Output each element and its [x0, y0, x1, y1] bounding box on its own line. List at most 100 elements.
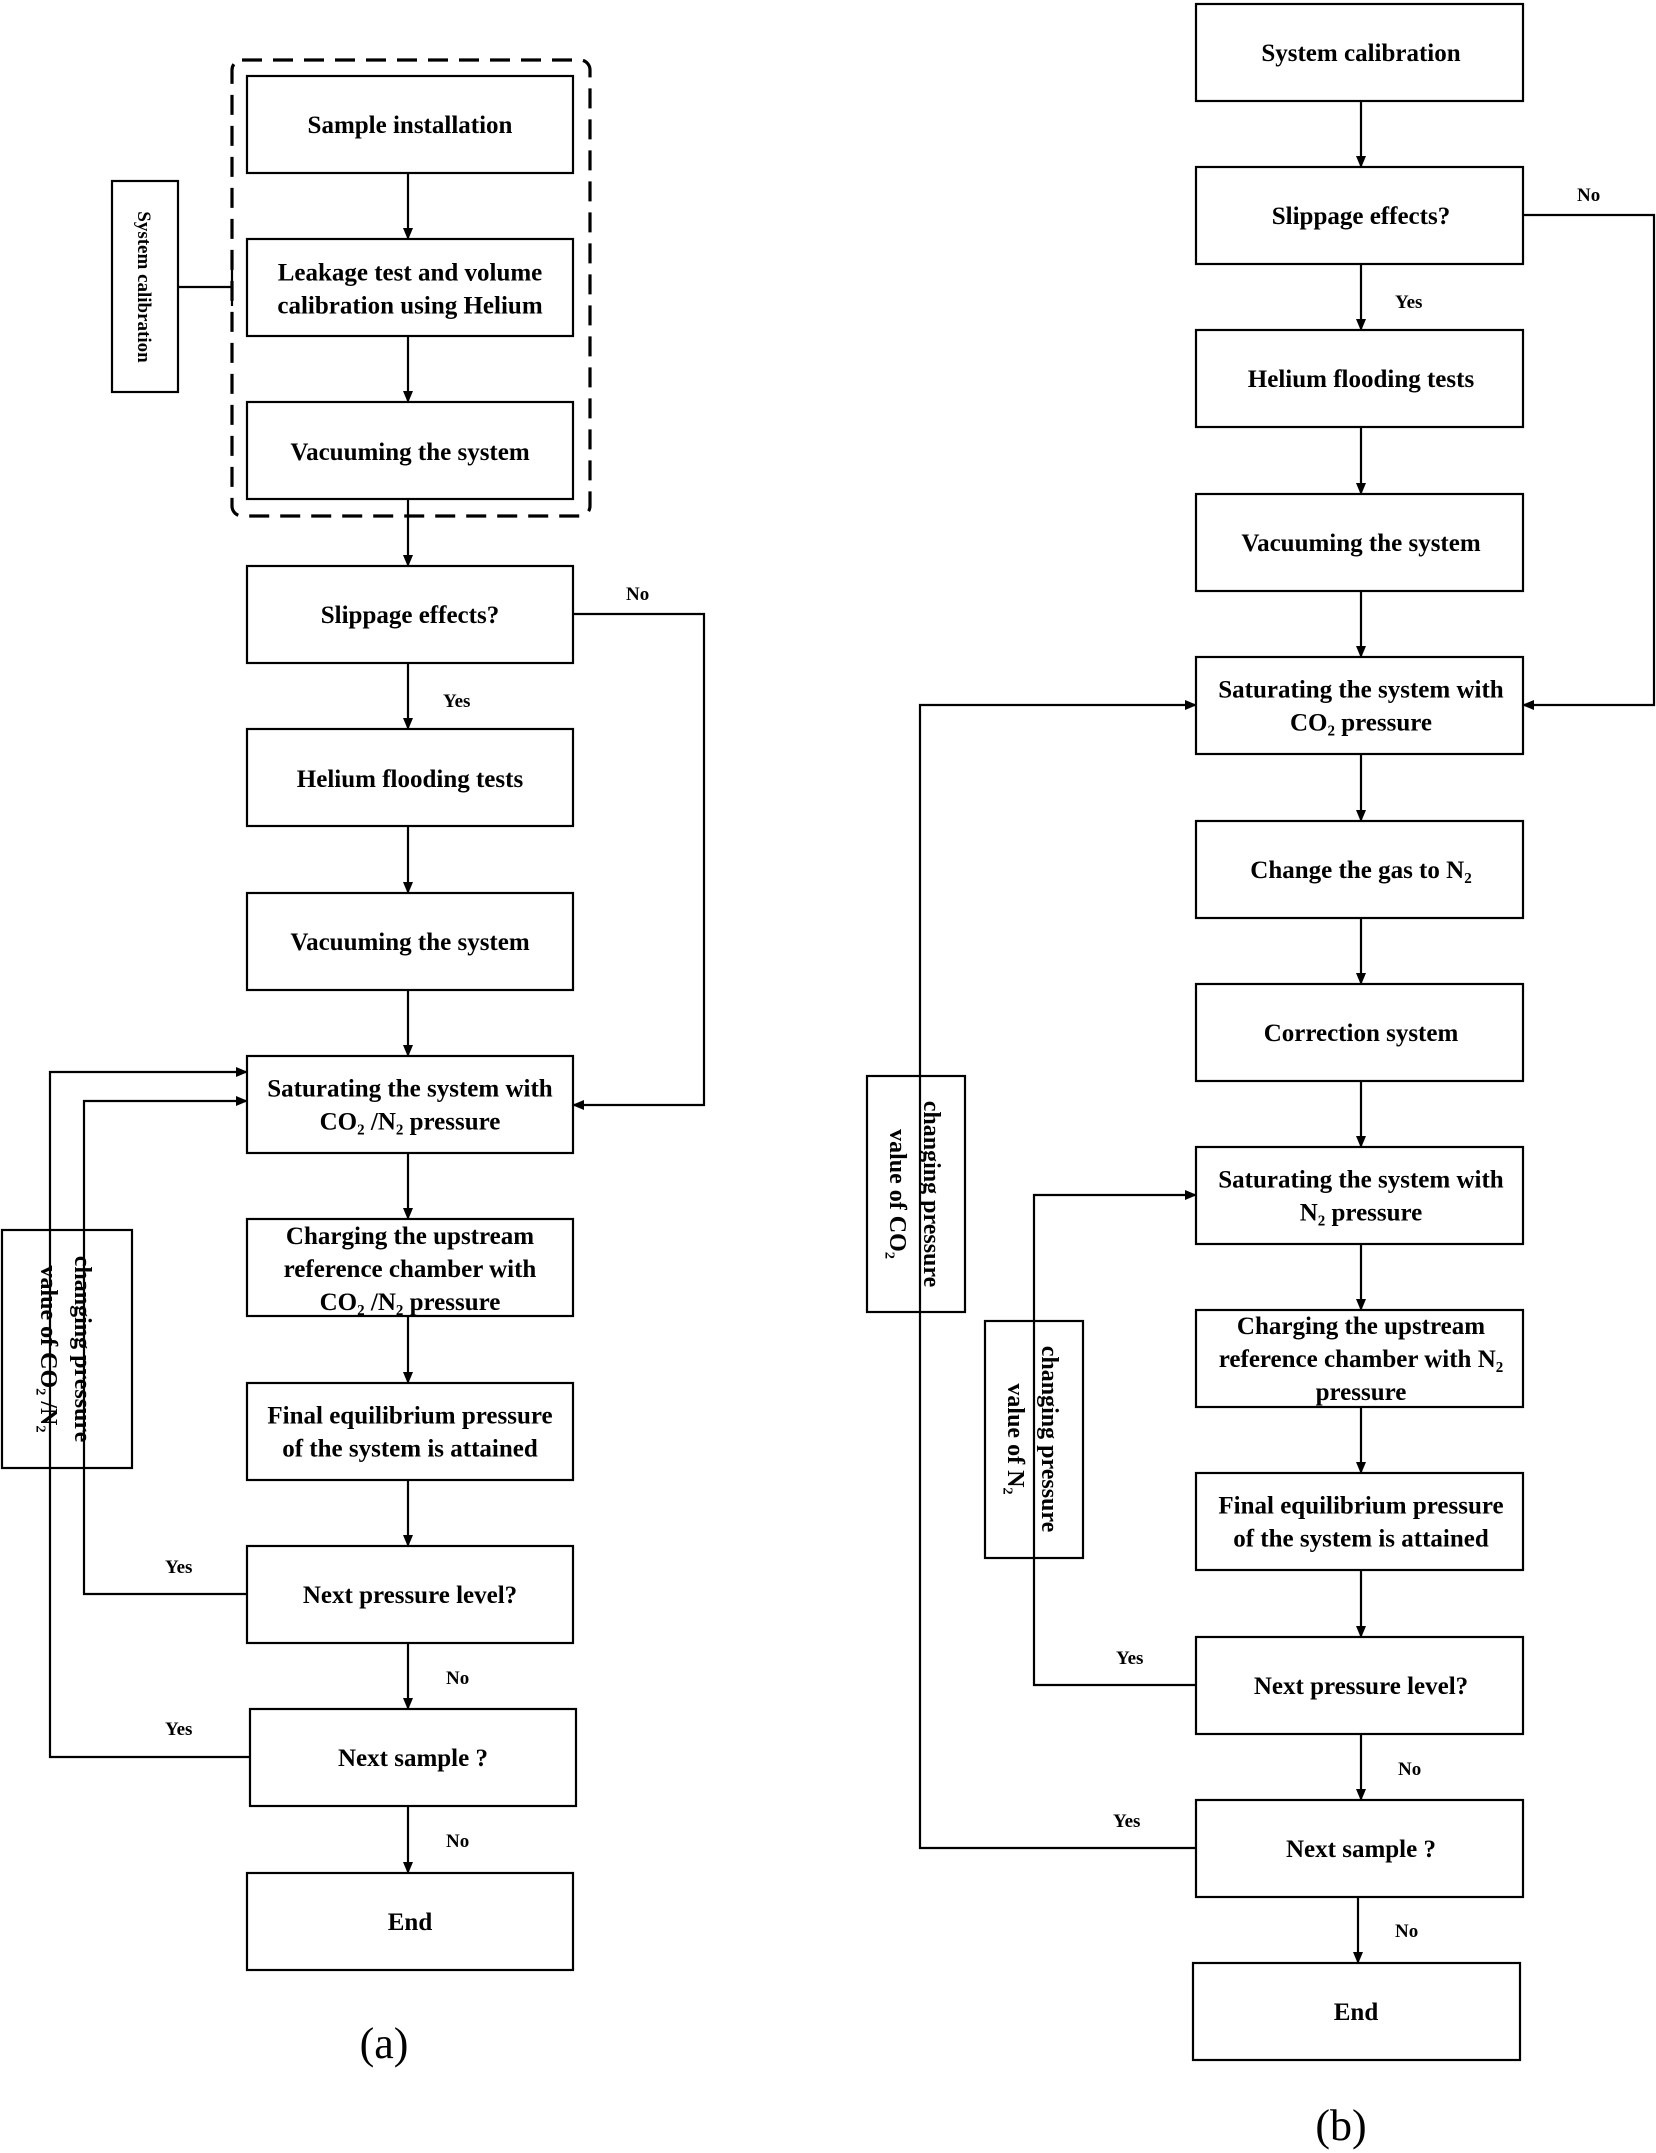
- b-saturating-co2-box: [1194, 655, 1525, 756]
- b-slippage-yes-label: Yes: [1395, 292, 1422, 313]
- b-pressure-yes-label: Yes: [1116, 1648, 1143, 1669]
- a-charging-box: [245, 1217, 575, 1318]
- b-sample-yes-label: Yes: [1113, 1811, 1140, 1832]
- text-line: Saturating the system with: [1218, 677, 1504, 704]
- text-line: Saturating the system with: [1218, 1167, 1504, 1194]
- b-system-calibration-box: [1194, 2, 1525, 103]
- text-line: Charging the upstream: [286, 1223, 534, 1250]
- b-end-box: [1191, 1961, 1522, 2062]
- a-sample-yes-label: Yes: [165, 1719, 192, 1740]
- text-line: Charging the upstream: [1237, 1313, 1485, 1340]
- text-line: CO₂ /N₂ pressure: [320, 1289, 501, 1316]
- text-line: of the system is attained: [282, 1436, 538, 1463]
- b-correction-box: [1194, 982, 1525, 1083]
- text-line: Final equilibrium pressure: [1218, 1493, 1503, 1520]
- a-leakage-test-text: Leakage test and volume calibration using…: [277, 260, 542, 320]
- a-final-equilibrium-text: Final equilibrium pressure of the system …: [267, 1403, 552, 1463]
- b-charging-box: [1194, 1308, 1525, 1409]
- a-leakage-test-box: [245, 237, 575, 338]
- text-line: Correction system: [1264, 1020, 1459, 1047]
- text-line: Sample installation: [308, 112, 513, 139]
- a-helium-flooding-box: [245, 727, 575, 828]
- panel-b: System calibration Slippage effects? Hel…: [865, 2, 1656, 2150]
- b-next-pressure-yes-loop: [1032, 1190, 1197, 1687]
- b-saturating-n2-text: Saturating the system with N₂ pressure: [1218, 1167, 1504, 1227]
- a-calibration-bracket: [178, 268, 234, 306]
- b-next-pressure-text: Next pressure level?: [1254, 1673, 1468, 1700]
- a-loop-label-box: [0, 1228, 134, 1470]
- text-line: value of N₂: [1002, 1383, 1028, 1494]
- b-caption: (b): [1315, 2101, 1366, 2150]
- b-change-gas-text: Change the gas to N₂: [1250, 857, 1471, 884]
- a-final-equilibrium-box: [245, 1381, 575, 1482]
- text-line: changing pressure: [1036, 1346, 1062, 1533]
- b-sample-no-label: No: [1395, 1921, 1418, 1942]
- a-slippage-no-path: [572, 612, 706, 1110]
- text-line: Final equilibrium pressure: [267, 1403, 552, 1430]
- b-charging-text: Charging the upstream reference chamber w…: [1219, 1313, 1504, 1406]
- text-line: Slippage effects?: [321, 602, 499, 629]
- text-line: Leakage test and volume: [278, 260, 543, 287]
- text-line: pressure: [1316, 1379, 1407, 1406]
- text-line: calibration using Helium: [277, 293, 542, 320]
- a-sample-installation-box: [245, 74, 575, 175]
- a-next-pressure-text: Next pressure level?: [303, 1582, 517, 1609]
- b-final-equilibrium-text: Final equilibrium pressure of the system …: [1218, 1493, 1503, 1553]
- b-loop-co2-box: [865, 1074, 967, 1314]
- text-line: Next pressure level?: [303, 1582, 517, 1609]
- a-sample-no-label: No: [446, 1831, 469, 1852]
- a-pressure-yes-label: Yes: [165, 1557, 192, 1578]
- a-loop-label: changing pressure value of CO₂ /N₂: [35, 1256, 95, 1443]
- a-next-sample-yes-loop: [48, 1067, 250, 1759]
- text-line: Helium flooding tests: [1248, 366, 1475, 393]
- text-line: value of CO₂: [884, 1129, 910, 1259]
- b-helium-flooding-box: [1194, 328, 1525, 429]
- b-final-equilibrium-box: [1194, 1471, 1525, 1572]
- a-slippage-text: Slippage effects?: [321, 602, 499, 629]
- text-line: Slippage effects?: [1272, 203, 1450, 230]
- text-line: N₂ pressure: [1300, 1200, 1423, 1227]
- text-line: Next pressure level?: [1254, 1673, 1468, 1700]
- text-line: value of CO₂ /N₂: [35, 1265, 61, 1432]
- text-line: Helium flooding tests: [297, 766, 524, 793]
- a-system-calibration-label-box: [110, 179, 180, 394]
- text-line: CO₂ pressure: [1290, 710, 1432, 737]
- b-slippage-no-path: [1522, 213, 1656, 710]
- a-end-box: [245, 1871, 575, 1972]
- b-pressure-no-label: No: [1398, 1759, 1421, 1780]
- a-next-pressure-yes-loop: [82, 1096, 248, 1596]
- text-line: CO₂ /N₂ pressure: [320, 1109, 501, 1136]
- a-caption: (a): [360, 2019, 409, 2068]
- panel-a: Sample installation Leakage test and vol…: [0, 58, 706, 2068]
- text-line: Vacuuming the system: [290, 929, 530, 956]
- a-system-calibration-label: System calibration: [133, 211, 154, 363]
- a-helium-flooding-text: Helium flooding tests: [297, 766, 524, 793]
- text-line: reference chamber with N₂: [1219, 1346, 1504, 1373]
- b-saturating-n2-box: [1194, 1145, 1525, 1246]
- a-sample-installation-text: Sample installation: [308, 112, 513, 139]
- b-system-calibration-text: System calibration: [1261, 40, 1460, 67]
- a-slippage-yes-label: Yes: [443, 691, 470, 712]
- b-correction-text: Correction system: [1264, 1020, 1459, 1047]
- a-vacuuming-2-box: [245, 891, 575, 992]
- text-line: reference chamber with: [284, 1256, 537, 1283]
- text-line: of the system is attained: [1233, 1526, 1489, 1553]
- b-loop-co2-label: changing pressurevalue of CO₂: [884, 1101, 944, 1288]
- a-vacuuming-1-box: [245, 400, 575, 501]
- text-line: System calibration: [1261, 40, 1460, 67]
- a-vacuuming-2-text: Vacuuming the system: [290, 929, 530, 956]
- a-saturating-box: [245, 1054, 575, 1155]
- b-next-sample-yes-loop: [918, 700, 1197, 1850]
- text-line: changing pressure: [69, 1256, 95, 1443]
- text-line: End: [388, 1909, 433, 1936]
- text-line: Next sample ?: [1286, 1836, 1436, 1863]
- text-line: Next sample ?: [338, 1745, 488, 1772]
- a-vacuuming-1-text: Vacuuming the system: [290, 439, 530, 466]
- text-line: Vacuuming the system: [1241, 530, 1481, 557]
- a-next-sample-text: Next sample ?: [338, 1745, 488, 1772]
- b-slippage-box: [1194, 165, 1525, 266]
- b-helium-flooding-text: Helium flooding tests: [1248, 366, 1475, 393]
